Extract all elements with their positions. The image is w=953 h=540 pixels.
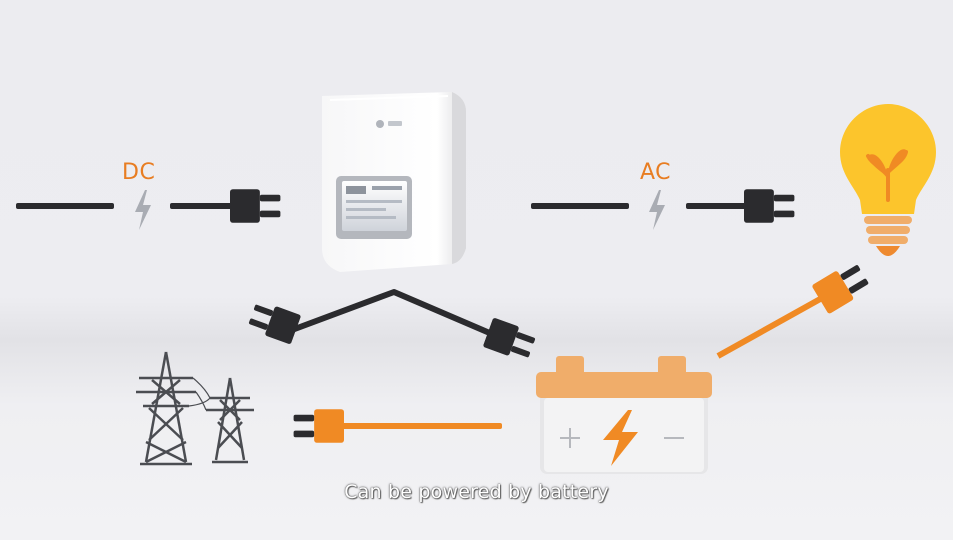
- battery-lightning-icon: [603, 410, 638, 466]
- inverter-split-cable: [246, 289, 538, 363]
- dc-cable-right: [170, 203, 232, 209]
- battery-input-plug-icon: [482, 317, 538, 363]
- dc-label: DC: [122, 160, 156, 185]
- bulb-plug-icon: [811, 259, 872, 315]
- dc-plug-icon: [230, 189, 281, 223]
- grid-plug-icon: [246, 299, 302, 345]
- battery-bulb-connection: [716, 259, 872, 359]
- ac-label: AC: [640, 160, 672, 185]
- power-pylon-icon: [136, 351, 254, 466]
- ac-cable-left: [531, 203, 629, 209]
- dc-cable-left: [16, 203, 114, 209]
- subtitle-caption: Can be powered by battery: [344, 481, 609, 503]
- battery-icon: [536, 356, 712, 474]
- dc-lightning-icon: [135, 190, 151, 230]
- grid-battery-connection: [293, 409, 502, 443]
- inverter-logo-icon: [376, 120, 384, 128]
- light-bulb-icon: [840, 104, 936, 256]
- grid-battery-cable: [340, 423, 502, 429]
- inverter-device: [322, 92, 466, 272]
- ac-connection: [531, 189, 795, 230]
- grid-battery-plug-icon: [293, 409, 344, 443]
- ac-cable-right: [686, 203, 746, 209]
- ac-lightning-icon: [649, 190, 665, 230]
- ac-plug-icon: [744, 189, 795, 223]
- dc-connection: [16, 189, 281, 230]
